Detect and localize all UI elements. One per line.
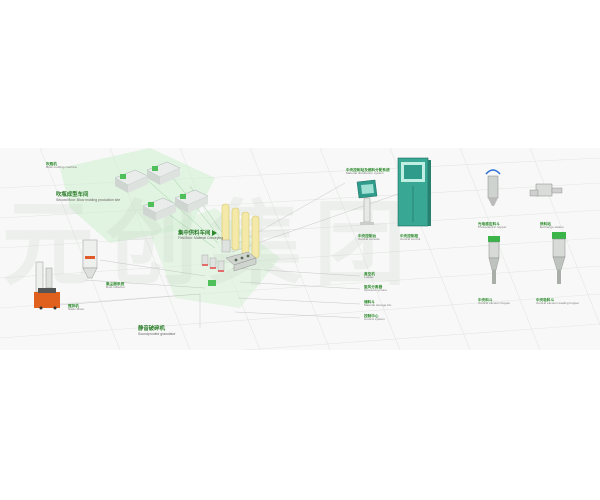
arrow-icon [212,230,218,236]
diagram-canvas: 元创集团 [0,148,600,350]
label-central-loader: 中央吸料斗 Central vacuum loading hopper [536,298,580,306]
label-loader: 真空机 Loader [364,272,375,280]
label-cabinet: 中央控制柜 Central control [400,234,421,242]
hopper-equipment [485,169,566,284]
label-control-center: 控制中心 Control system [364,314,385,322]
label-exchange-station: 换料站 Exchange station [540,222,564,230]
label-cyclone: 旋风分离器 Optional cyclone [364,285,387,293]
label-mixer: 搅拌机 Static Mixer [68,304,85,312]
central-silos [201,203,260,286]
label-central-control: 中央控制站及燃料分配系统 Material distribution syste… [346,168,390,176]
blow-molding-machines [114,161,209,221]
watermark-text: 元创集团 [2,190,419,298]
label-blow-machine: 吹瓶机 Blow molding machine [46,162,78,170]
central-console [356,179,378,225]
label-silo: 储料斗 Material storage bin [364,300,392,308]
label-dust-collector: 集尘器系统 Dust collector [106,282,125,290]
dust-collector-unit [34,239,98,310]
zone-granulator: 静音破碎机 Soundproofed granulator [138,326,176,336]
label-console: 中央控制台 Central console [358,234,380,242]
label-central-hopper: 中央料斗 Central vacuum hopper [478,298,511,306]
label-photo-hopper: 光电感应料斗 Photoelectric hopper [478,222,507,230]
central-control-cabinet [397,157,431,227]
zone-first-floor: 集中供料车间 First floor: Material Conveying [178,230,224,241]
zone-second-floor: 吹瓶成型车间 Second floor: Blow molding produc… [56,192,121,202]
